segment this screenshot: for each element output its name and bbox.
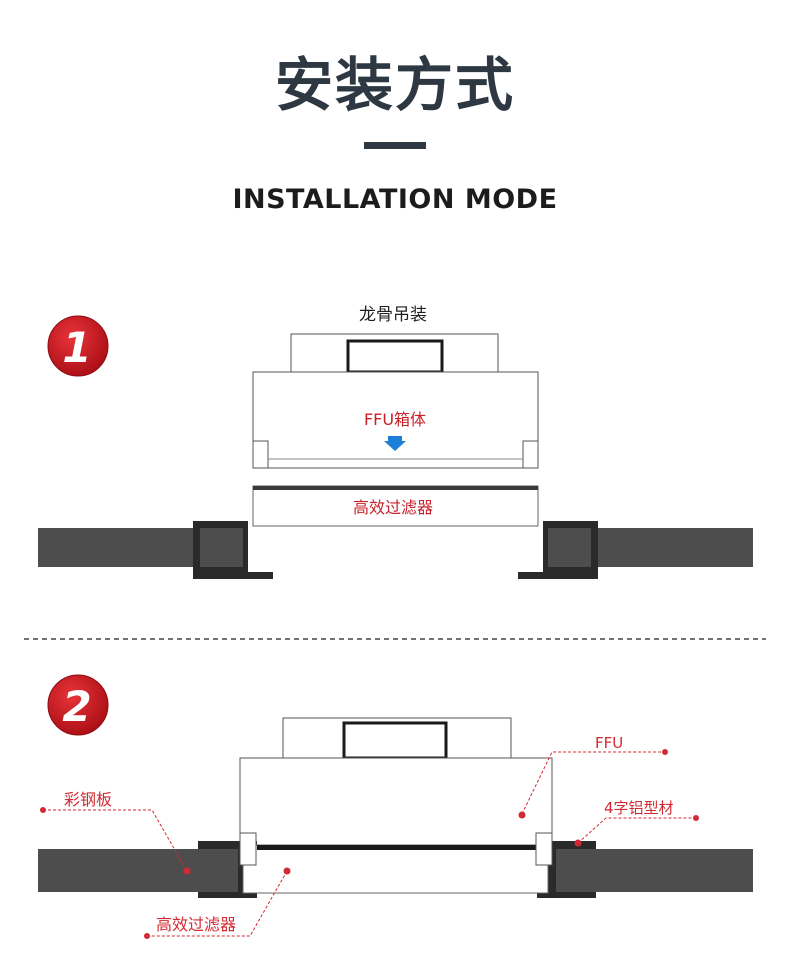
method-1-badge: 1 xyxy=(47,315,109,377)
page-title-cn: 安装方式 xyxy=(274,51,515,119)
color-steel-panel-right-2 xyxy=(556,849,753,892)
color-steel-panel-left-1 xyxy=(38,528,248,567)
method-2-badge-number: 2 xyxy=(62,682,91,731)
label-color-steel-panel: 彩钢板 xyxy=(64,790,112,809)
callout-color-steel-panel: 彩钢板 xyxy=(40,790,191,875)
ffu2-foot-right xyxy=(535,832,553,866)
ffu-box-foot-left xyxy=(252,440,269,469)
callout-ffu: FFU xyxy=(518,734,668,819)
hepa-filter-1-top-edge xyxy=(253,486,538,490)
label-aluminum-profile: 4字铝型材 xyxy=(604,799,674,817)
ffu2-motor-block xyxy=(342,721,448,760)
ffu2-box xyxy=(239,757,553,846)
title-underline xyxy=(364,142,426,149)
ffu-box xyxy=(252,371,539,469)
label-hepa-filter-1: 高效过滤器 xyxy=(353,498,433,517)
color-steel-panel-left-2 xyxy=(38,849,238,892)
method-1-badge-number: 1 xyxy=(62,323,91,372)
hepa-filter-1 xyxy=(252,485,539,527)
hepa-filter-2-top-edge xyxy=(257,845,537,850)
page-title-en: INSTALLATION MODE xyxy=(232,184,558,215)
label-ffu: FFU xyxy=(595,734,623,752)
ffu2-foot-left xyxy=(239,832,257,866)
aluminum-profile-left-1 xyxy=(193,521,273,579)
color-steel-panel-right-1 xyxy=(545,528,753,567)
ffu-box-foot-right xyxy=(522,440,539,469)
down-arrow-icon xyxy=(384,436,406,451)
label-ffu-box: FFU箱体 xyxy=(364,410,426,429)
method-2-badge: 2 xyxy=(47,674,109,736)
callout-aluminum-profile: 4字铝型材 xyxy=(574,799,699,847)
label-keel-hoisting: 龙骨吊装 xyxy=(359,305,427,325)
label-hepa-filter-2: 高效过滤器 xyxy=(156,915,236,934)
aluminum-profile-right-1 xyxy=(518,521,598,579)
callout-hepa-filter: 高效过滤器 xyxy=(144,867,291,939)
hepa-filter-2 xyxy=(242,844,549,894)
ffu-motor-block xyxy=(346,339,444,374)
